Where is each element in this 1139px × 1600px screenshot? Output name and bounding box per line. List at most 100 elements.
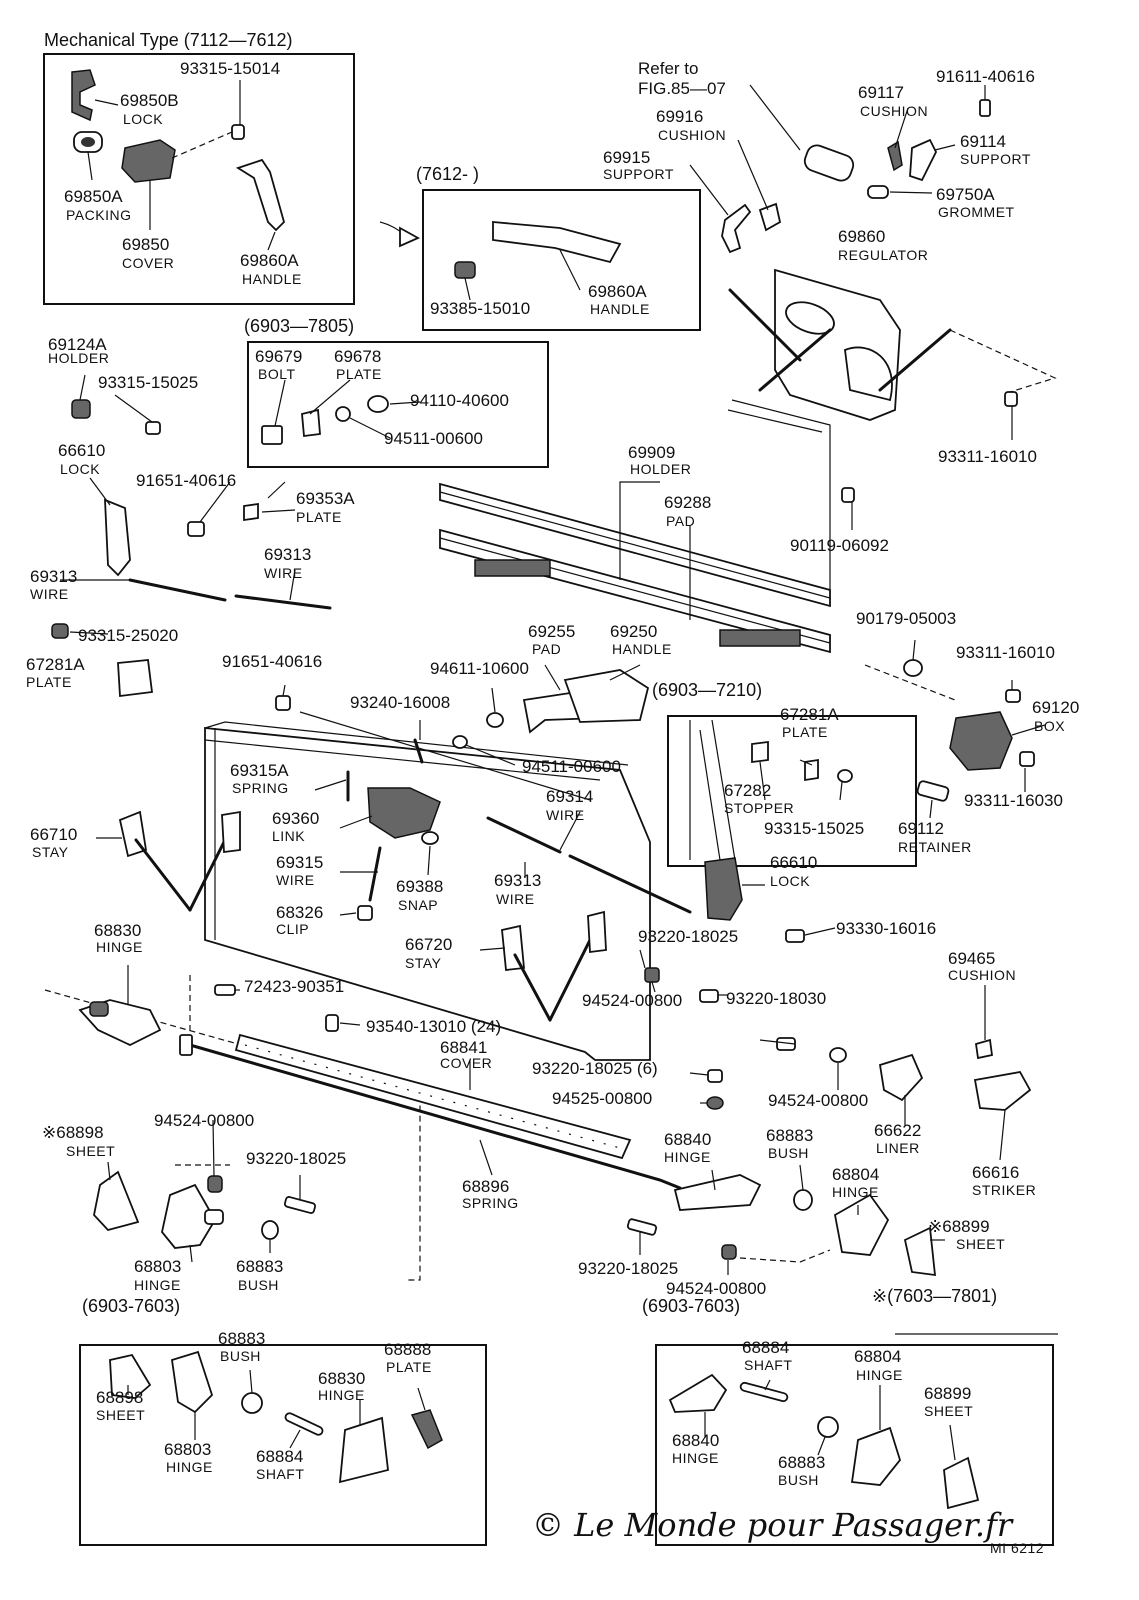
label-p-68804-a: 68804	[832, 1165, 879, 1184]
label-n-69850B: LOCK	[123, 111, 163, 127]
label-n-69916: CUSHION	[658, 127, 726, 143]
label-n-69313-a: WIRE	[30, 586, 69, 602]
label-p-69313-a: 69313	[30, 567, 77, 586]
label-p-93220-18030: 93220-18030	[726, 989, 826, 1008]
stay-66720-shape	[501, 910, 607, 1022]
label-p-94524-00800-c: 94524-00800	[154, 1111, 254, 1130]
label-n-68830-a: HINGE	[96, 939, 143, 955]
label-p-69117: 69117	[858, 83, 904, 102]
label-p-69315: 69315	[276, 853, 323, 872]
handle-69860a-a-shape	[235, 158, 286, 232]
label-p-68888: 68888	[384, 1340, 431, 1359]
box-6903-7805	[247, 341, 549, 468]
label-n-68888: PLATE	[386, 1359, 432, 1375]
bolt-93315-15014-shape	[231, 124, 245, 140]
label-n-69915: SUPPORT	[603, 166, 674, 182]
label-p-93315-15025: 93315-15025	[98, 373, 198, 392]
label-p-68896: 68896	[462, 1177, 509, 1196]
label-p-69313-c: 69313	[494, 871, 541, 890]
liner-66622-shape	[878, 1053, 924, 1102]
label-p-67282: 67282	[724, 781, 771, 800]
link-69360-shape	[367, 787, 441, 839]
label-p-69679: 69679	[255, 347, 302, 366]
label-refer2: FIG.85—07	[638, 79, 726, 98]
shaft-68884-a-shape	[284, 1412, 324, 1436]
cushion-69916b-shape	[758, 202, 782, 232]
label-p-68898-a: ※68898	[42, 1123, 104, 1142]
label-n-68883-a: BUSH	[768, 1145, 809, 1161]
label-h-mech: Mechanical Type (7112—7612)	[44, 30, 292, 50]
label-n-69315A: SPRING	[232, 780, 289, 796]
label-p-68804-b: 68804	[854, 1347, 901, 1366]
label-p-69124A: 69124A	[48, 335, 107, 354]
label-p-69850A: 69850A	[64, 187, 123, 206]
label-n-69124A: HOLDER	[48, 350, 109, 366]
lock-66610-a-shape	[104, 498, 131, 577]
label-p-66610-b: 66610	[770, 853, 817, 872]
label-p-66616: 66616	[972, 1163, 1019, 1182]
label-p-72423-90351: 72423-90351	[244, 977, 344, 996]
label-n-66720: STAY	[405, 955, 442, 971]
sheet-68898-b-shape	[109, 1353, 152, 1399]
label-p-69288: 69288	[664, 493, 711, 512]
tailgate-panel	[204, 721, 651, 1061]
label-n-69679: BOLT	[258, 366, 296, 382]
label-p-68884-b: 68884	[742, 1338, 789, 1357]
hinge-68830-a-shape	[78, 999, 162, 1046]
label-p-68899-b: 68899	[924, 1384, 971, 1403]
hinge-68830-b-shape	[338, 1416, 389, 1484]
handle-69860a-b-shape	[492, 221, 622, 264]
label-p-93220-18025-a: 93220-18025	[638, 927, 738, 946]
regulator-69860-shape	[728, 268, 952, 421]
label-p-94524-00800-b: 94524-00800	[768, 1091, 868, 1110]
frames	[43, 53, 1058, 1546]
cover-68841-shape	[234, 1033, 632, 1160]
label-p-68899-a: ※68899	[928, 1217, 990, 1236]
label-p-68883-b: 68883	[236, 1257, 283, 1276]
label-p-68884-a: 68884	[256, 1447, 303, 1466]
support-69114-shape	[909, 138, 938, 182]
leader-lines	[60, 80, 1046, 1461]
label-p-69850B: 69850B	[120, 91, 179, 110]
label-fig-code: MI 6212	[990, 1540, 1044, 1556]
sheet-68899-b-shape	[943, 1456, 980, 1510]
label-n-69678: PLATE	[336, 366, 382, 382]
label-p-93220-18025-6: 93220-18025 (6)	[532, 1059, 658, 1078]
label-n-68840-b: HINGE	[672, 1450, 719, 1466]
label-n-68898-a: SHEET	[66, 1143, 115, 1159]
label-p-69678: 69678	[334, 347, 381, 366]
sheet-68899-a-shape	[903, 1226, 937, 1277]
label-p-94511-00600-a: 94511-00600	[384, 429, 483, 448]
label-n-68899-b: SHEET	[924, 1403, 973, 1419]
label-refer1: Refer to	[638, 59, 698, 78]
label-p-94611-10600: 94611-10600	[430, 659, 529, 678]
label-n-69288: PAD	[666, 513, 695, 529]
label-p-69250: 69250	[610, 622, 657, 641]
shaft-68884-b-shape	[739, 1381, 789, 1403]
label-n-69313-c: WIRE	[496, 891, 535, 907]
label-p-69313-b: 69313	[264, 545, 311, 564]
label-n-67282: STOPPER	[724, 800, 794, 816]
label-n-69255: PAD	[532, 641, 561, 657]
label-p-67281A-a: 67281A	[26, 655, 85, 674]
label-p-68803-b: 68803	[164, 1440, 211, 1459]
label-p-68803-a: 68803	[134, 1257, 181, 1276]
label-p-93330-16016: 93330-16016	[836, 919, 936, 938]
label-p-69860A-b: 69860A	[588, 282, 647, 301]
label-p-68883-c: 68883	[218, 1329, 265, 1348]
label-layer: Mechanical Type (7112—7612)(7612- )(6903…	[26, 30, 1079, 1556]
label-p-91651-40616-b: 91651-40616	[222, 652, 322, 671]
label-n-68898-b: SHEET	[96, 1407, 145, 1423]
label-h-7603-7801: ※(7603—7801)	[872, 1286, 997, 1306]
label-p-69860A-a: 69860A	[240, 251, 299, 270]
label-n-69850A: PACKING	[66, 207, 131, 223]
label-p-93311-16030: 93311-16030	[964, 791, 1063, 810]
label-p-90179-05003: 90179-05003	[856, 609, 956, 628]
label-n-68804-a: HINGE	[832, 1184, 879, 1200]
label-p-93220-18025-c: 93220-18025	[578, 1259, 678, 1278]
box-6903-7210	[667, 715, 917, 867]
label-p-90119-06092: 90119-06092	[790, 536, 889, 555]
label-p-68326: 68326	[276, 903, 323, 922]
label-n-68884-a: SHAFT	[256, 1466, 304, 1482]
box-6903-7603-right	[655, 1344, 1054, 1546]
